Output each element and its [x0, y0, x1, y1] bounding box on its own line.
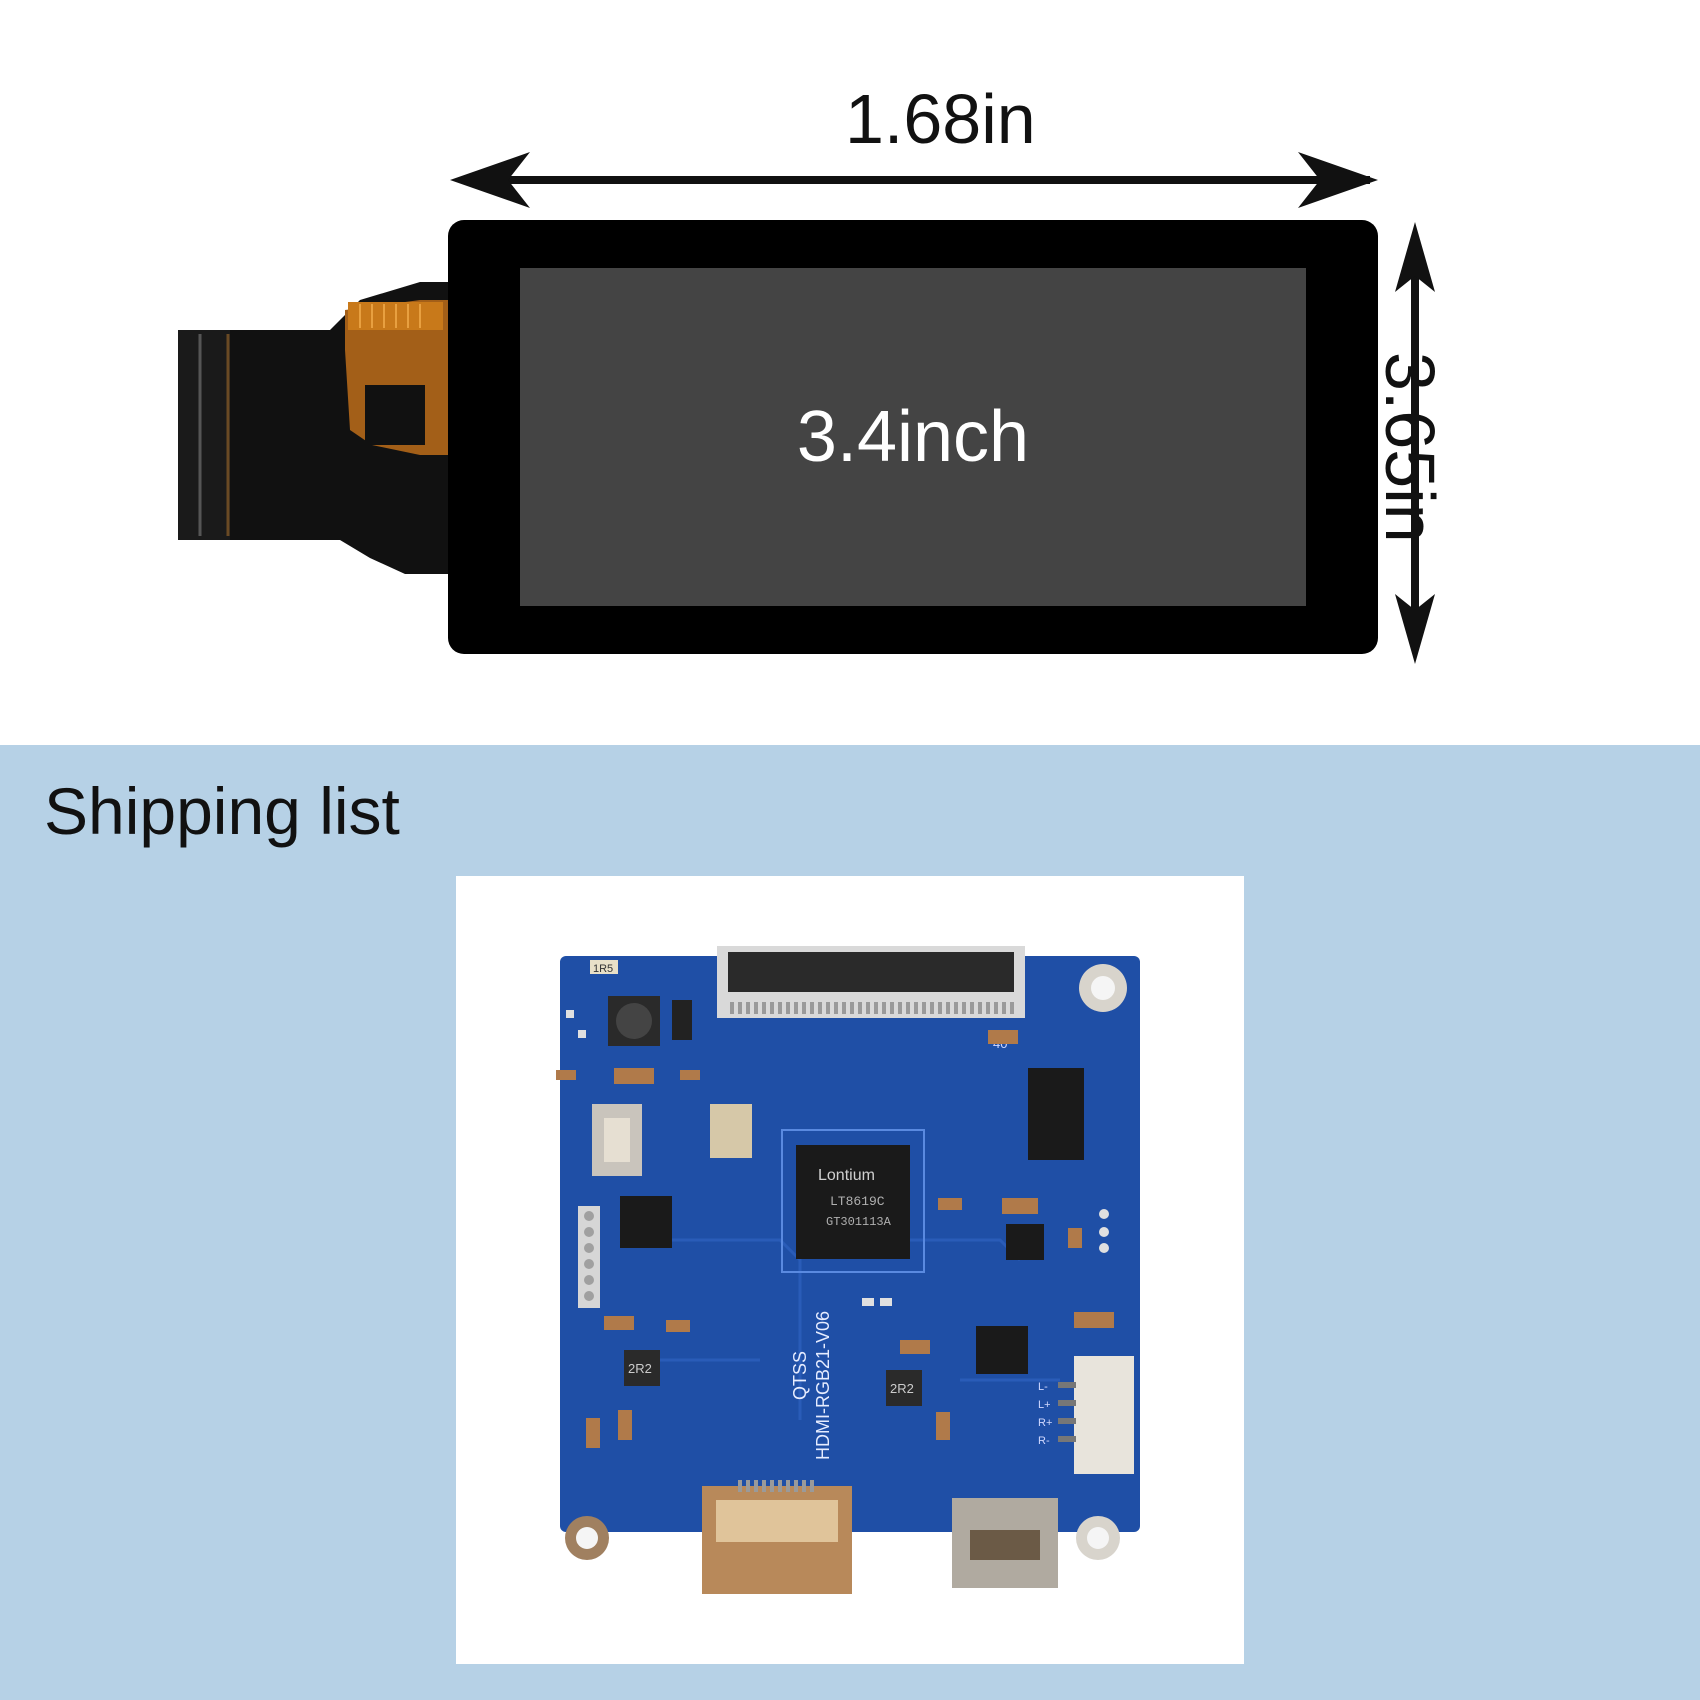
height-dimension-arrow: [1395, 222, 1435, 664]
main-ic-outline: [781, 1129, 925, 1273]
touch-controller-ic: [365, 385, 425, 445]
ic-tssop-top-right: [1028, 1068, 1084, 1160]
svg-text:1R5: 1R5: [593, 963, 613, 975]
lcd-module-drawing: [178, 152, 1435, 664]
shipping-list-title: Shipping list: [44, 774, 400, 848]
svg-text:GT301113A: GT301113A: [826, 1215, 892, 1229]
ic-soic-right: [1006, 1224, 1044, 1260]
fpc-stiffener: [178, 330, 230, 540]
mounting-holes: [565, 964, 1127, 1560]
svg-text:R-: R-: [1038, 1435, 1050, 1447]
svg-text:Lontium: Lontium: [818, 1167, 875, 1184]
audio-connector: [1074, 1356, 1134, 1474]
svg-text:L-: L-: [1038, 1381, 1048, 1393]
svg-text:2R2: 2R2: [628, 1361, 652, 1376]
width-dimension-arrow: [450, 152, 1378, 208]
ic-soic-audio: [976, 1326, 1028, 1374]
main-ic: [796, 1145, 910, 1259]
lcd-screen: [520, 268, 1306, 606]
svg-text:R+: R+: [1038, 1417, 1052, 1429]
svg-text:HDMI-RGB21-V06: HDMI-RGB21-V06: [813, 1311, 833, 1460]
ic-qfn-left: [620, 1196, 672, 1248]
svg-text:L+: L+: [1038, 1399, 1051, 1411]
crystal: [710, 1104, 752, 1158]
svg-text:2R2: 2R2: [890, 1381, 914, 1396]
svg-text:QTSS: QTSS: [790, 1351, 810, 1400]
pin-header: [578, 1206, 600, 1308]
smd-passives: [556, 1030, 1114, 1448]
screen-size-label: 3.4inch: [796, 397, 1030, 477]
svg-text:LT8619C: LT8619C: [830, 1194, 885, 1209]
width-dimension-label: 1.68in: [845, 80, 1036, 158]
